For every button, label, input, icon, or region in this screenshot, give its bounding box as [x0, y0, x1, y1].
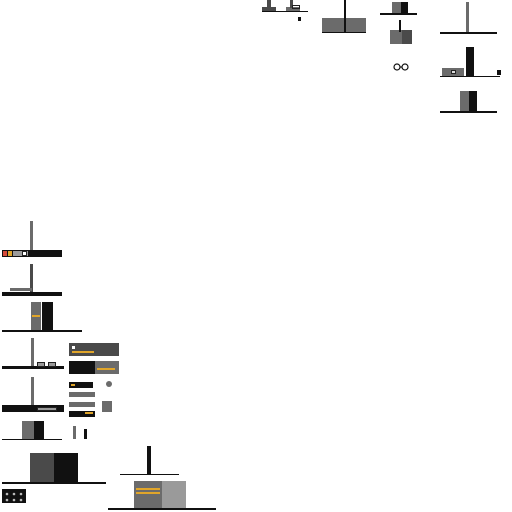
- pair-block-right: [401, 2, 408, 13]
- stand-base-1: [262, 7, 276, 11]
- card2-left: [69, 361, 95, 374]
- row1-red-chip: [3, 251, 7, 256]
- pair2-post: [399, 20, 401, 32]
- row4-chip-b: [48, 362, 56, 367]
- right-block-floor: [440, 111, 497, 113]
- slab-floor: [322, 32, 366, 33]
- bc-panel-left: [134, 481, 162, 508]
- row7-right: [54, 453, 78, 483]
- row6-right: [34, 421, 44, 439]
- twin-post-b: [84, 429, 87, 439]
- right-tower: [466, 47, 474, 76]
- row8-block: [2, 489, 26, 503]
- widget-a-yellow: [71, 384, 75, 386]
- row1-white-chip: [22, 251, 27, 256]
- pair-block-left: [392, 2, 401, 13]
- right-dot: [497, 70, 501, 75]
- widget-b: [106, 381, 112, 387]
- right-slab-knob: [451, 70, 456, 74]
- stand-post-2: [290, 0, 293, 8]
- row6-floor: [2, 439, 62, 440]
- stand-floor: [262, 11, 308, 12]
- right-block-right: [469, 91, 477, 111]
- card1-yellow: [72, 351, 94, 353]
- pair2-left: [390, 30, 402, 44]
- right-block-left: [460, 91, 469, 111]
- widget-d: [69, 402, 95, 407]
- slab-post: [344, 0, 346, 32]
- small-box-icon: [292, 5, 300, 9]
- pair-floor: [380, 13, 417, 15]
- stand-base-2: [286, 7, 300, 11]
- row2-strip: [2, 292, 62, 296]
- bc-floor: [120, 474, 179, 475]
- row3-right: [42, 302, 53, 330]
- widget-c: [69, 392, 95, 397]
- card1-dot: [72, 346, 75, 349]
- row4-chip-a: [37, 362, 45, 367]
- row6-left: [22, 421, 34, 439]
- row1-yellow-chip: [8, 251, 12, 256]
- widget-a: [69, 382, 93, 388]
- bc-yellow-1: [136, 488, 160, 490]
- row7-left: [30, 453, 54, 483]
- row4-post: [31, 338, 34, 368]
- widget-f: [69, 411, 95, 417]
- right-slab-floor: [440, 76, 500, 77]
- widget-f-yellow: [85, 412, 93, 414]
- right-t-post: [466, 2, 469, 32]
- bc-post: [147, 446, 151, 474]
- row7-floor: [2, 482, 106, 484]
- row1-strip: [2, 250, 62, 257]
- row3-yellow: [32, 315, 40, 317]
- bc-yellow-2: [136, 492, 160, 494]
- card2-right: [95, 361, 119, 374]
- twin-post-a: [73, 426, 76, 439]
- row1-gray-chip: [13, 251, 28, 256]
- row1-post: [30, 221, 33, 257]
- card1-right: [97, 343, 119, 356]
- card1-left: [69, 343, 97, 356]
- row2-post: [30, 264, 33, 294]
- card2-yellow: [97, 368, 115, 370]
- cursor-icon: [298, 17, 301, 21]
- bc-panel-floor: [108, 508, 216, 510]
- row3-floor: [2, 330, 82, 332]
- row5-post: [31, 377, 34, 409]
- row5-chip: [37, 407, 57, 411]
- glasses-icon: [393, 56, 409, 71]
- right-t-bar: [440, 32, 497, 34]
- widget-e: [102, 401, 112, 412]
- row4-strip: [2, 366, 64, 369]
- row2-slope: [10, 288, 32, 291]
- pair2-right: [402, 30, 412, 44]
- stand-post-1: [267, 0, 271, 8]
- bc-panel-right: [162, 481, 186, 508]
- row5-strip: [2, 405, 64, 412]
